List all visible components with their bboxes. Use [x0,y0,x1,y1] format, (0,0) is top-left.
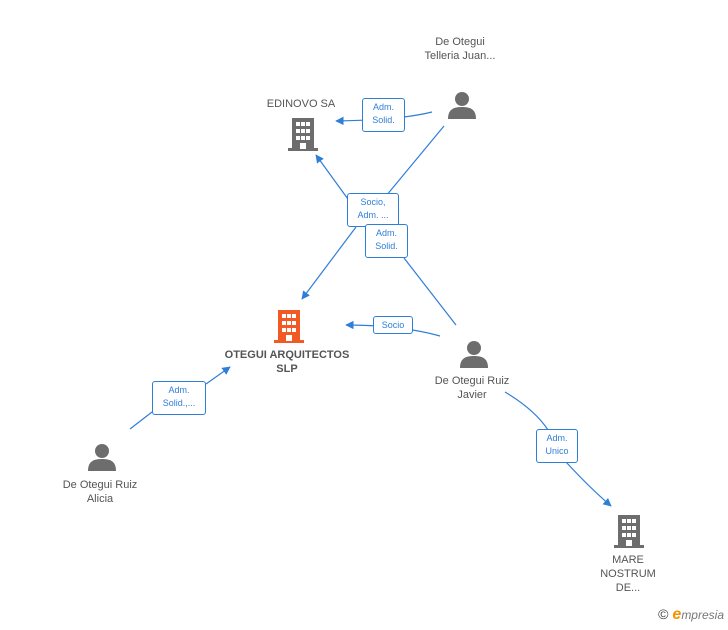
person-icon[interactable] [447,90,477,125]
person-icon[interactable] [459,339,489,374]
node-label-edinovo[interactable]: EDINOVO SA [266,98,336,110]
node-label-telleria[interactable]: De Otegui Telleria Juan... [424,36,496,62]
main-company-building-icon[interactable] [274,308,304,349]
edge-label-javier-edinovo: Adm. Solid. [365,224,408,258]
edge-label-javier-otegui: Socio [373,316,413,334]
edge-javier-mare [504,391,611,506]
node-label-ruiz-alicia[interactable]: De Otegui Ruiz Alicia [62,479,138,505]
empresia-logo: ©empresia [658,606,724,623]
edge-label-telleria-edinovo: Adm. Solid. [362,98,405,132]
copyright-icon: © [658,606,669,622]
edge-alicia-otegui [129,367,230,430]
node-label-ruiz-javier[interactable]: De Otegui Ruiz Javier [434,375,510,401]
node-label-otegui-arquitectos[interactable]: OTEGUI ARQUITECTOS SLP [224,349,350,375]
edge-label-javier-mare: Adm. Unico [536,429,578,463]
building-icon[interactable] [614,513,644,554]
person-icon[interactable] [87,442,117,477]
edge-label-telleria-otegui: Socio, Adm. ... [347,193,399,227]
building-icon[interactable] [288,116,318,157]
node-label-mare-nostrum[interactable]: MARE NOSTRUM DE... [600,554,656,594]
edge-telleria-otegui [302,125,445,299]
edge-label-alicia-otegui: Adm. Solid.,... [152,381,206,415]
